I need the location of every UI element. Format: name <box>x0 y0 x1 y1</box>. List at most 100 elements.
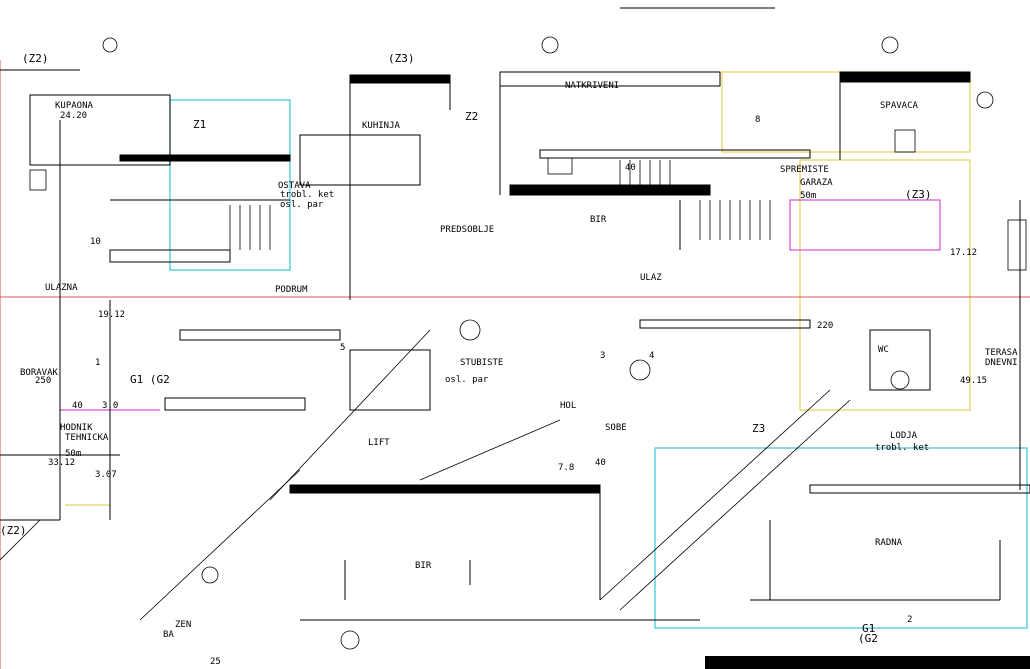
area-49-15: 49.15 <box>960 376 987 386</box>
dim-40-b: 40 <box>595 458 606 468</box>
wall-top-center-3 <box>539 149 811 159</box>
label-dnevni: DNEVNI <box>985 358 1018 368</box>
area-3-07: 3.07 <box>95 470 117 480</box>
toilet-fixture-left <box>29 169 47 191</box>
label-z2-mid: Z2 <box>465 110 478 123</box>
label-parket-2: osl. par <box>280 200 324 210</box>
wall-right-room-2 <box>639 319 811 329</box>
label-terasa: TERASA <box>985 348 1018 358</box>
area-19-12: 19.12 <box>98 310 125 320</box>
area-24-20: 24.20 <box>60 111 87 121</box>
label-hol: HOL <box>560 401 576 411</box>
label-z1-left: Z1 <box>193 118 206 131</box>
label-boravak: BORAVAK <box>20 368 59 378</box>
door-swing-1 <box>541 36 559 54</box>
wall-left-room-4 <box>164 397 306 411</box>
label-natkriveni: NATKRIVENI <box>565 81 619 91</box>
dim-10: 10 <box>90 237 101 247</box>
area-250: 250 <box>35 376 51 386</box>
wall-central-room-1 <box>299 134 421 186</box>
diagonal-2 <box>619 399 851 611</box>
label-tehnicka: TEHNICKA <box>65 433 109 443</box>
label-g1-g2-left: G1 (G2 <box>130 373 170 386</box>
area-220: 220 <box>817 321 833 331</box>
label-garaza: GARAZA <box>800 178 833 188</box>
diagonal-5 <box>0 519 41 561</box>
area-33-12: 33.12 <box>48 458 75 468</box>
labels: (Z2) Z1 (Z3) Z2 (Z3) (Z2) Z3 G1 (G2 G1 (… <box>0 52 1018 667</box>
dim-40-c: 40 <box>72 401 83 411</box>
label-25: 25 <box>210 657 221 667</box>
label-spremiste: SPREMISTE <box>780 165 829 175</box>
area-50m-right: 50m <box>800 191 816 201</box>
dim-1: 1 <box>95 358 100 368</box>
label-ba: BA <box>163 630 174 640</box>
diagonal-1 <box>599 389 831 601</box>
dim-4: 4 <box>649 351 654 361</box>
label-g2-bottom: (G2 <box>858 632 878 645</box>
label-parket-4: osl. par <box>445 375 489 385</box>
dim-3-0: 3.0 <box>102 401 118 411</box>
door-swing-4 <box>201 566 219 584</box>
label-ulazna: ULAZNA <box>45 283 78 293</box>
label-podrum: PODRUM <box>275 285 308 295</box>
diagonals <box>0 329 851 621</box>
label-parket-3: trobl. ket <box>875 443 929 453</box>
dim-7-8: 7.8 <box>558 463 574 473</box>
sink-fixture <box>547 157 573 175</box>
dim-5: 5 <box>340 343 345 353</box>
label-bir-top: BIR <box>590 215 607 225</box>
cyan-outline-bottom-right <box>654 447 1028 629</box>
yellow-room-outline-right <box>799 159 971 411</box>
wall-central-room-2 <box>349 349 431 411</box>
label-stubiste: STUBISTE <box>460 358 503 368</box>
black-bar <box>705 656 1030 669</box>
label-ulaz: ULAZ <box>640 273 662 283</box>
wall-block-top-left <box>29 94 171 166</box>
wall-left-room-2 <box>109 249 231 263</box>
dim-2: 2 <box>907 615 912 625</box>
door-swing-8 <box>890 370 910 390</box>
label-kuhinja: KUHINJA <box>362 121 401 131</box>
label-z3-top-mid: (Z3) <box>388 52 415 65</box>
label-radna: RADNA <box>875 538 903 548</box>
label-z3-right: (Z3) <box>905 188 932 201</box>
wall-right-room-3 <box>809 484 1030 494</box>
toilet-fixture-right <box>894 129 916 153</box>
label-sobe: SOBE <box>605 423 627 433</box>
magenta-outline-right <box>789 199 941 251</box>
fixtures <box>29 36 1027 650</box>
wall-left-room-3 <box>179 329 341 341</box>
wall-right-room-1 <box>869 329 931 391</box>
wall-central-top <box>349 74 451 84</box>
dim-40-a: 40 <box>625 163 636 173</box>
label-bir-bottom: BIR <box>415 561 432 571</box>
label-z3-lower-right: Z3 <box>752 422 765 435</box>
area-17-12: 17.12 <box>950 248 977 258</box>
walls <box>0 7 1030 621</box>
stairs <box>229 160 771 250</box>
door-swing-7 <box>629 359 651 381</box>
dim-8: 8 <box>755 115 760 125</box>
label-lodja: LODJA <box>890 431 918 441</box>
cyan-outline-left <box>169 99 291 271</box>
label-predsoblje: PREDSOBLJE <box>440 225 494 235</box>
label-z2-bottom-left: (Z2) <box>0 524 27 537</box>
label-zen: ZEN <box>175 620 191 630</box>
fixture-right <box>1007 219 1027 271</box>
wall-top-center-2 <box>509 184 711 196</box>
colored-guides <box>60 71 1028 629</box>
label-kupaona: KUPAONA <box>55 101 94 111</box>
label-hodnik: HODNIK <box>60 423 93 433</box>
wall-left-room-1 <box>119 154 291 162</box>
label-wc: WC <box>878 345 889 355</box>
area-50m-left: 50m <box>65 449 81 459</box>
yellow-room-outline-top-right <box>721 71 971 153</box>
axis-lines <box>0 60 1030 669</box>
label-z2-top-left: (Z2) <box>22 52 49 65</box>
label-parket-1: trobl. ket <box>280 190 334 200</box>
door-swing-3 <box>340 630 360 650</box>
label-lift: LIFT <box>368 438 390 448</box>
door-swing-9 <box>102 37 118 53</box>
